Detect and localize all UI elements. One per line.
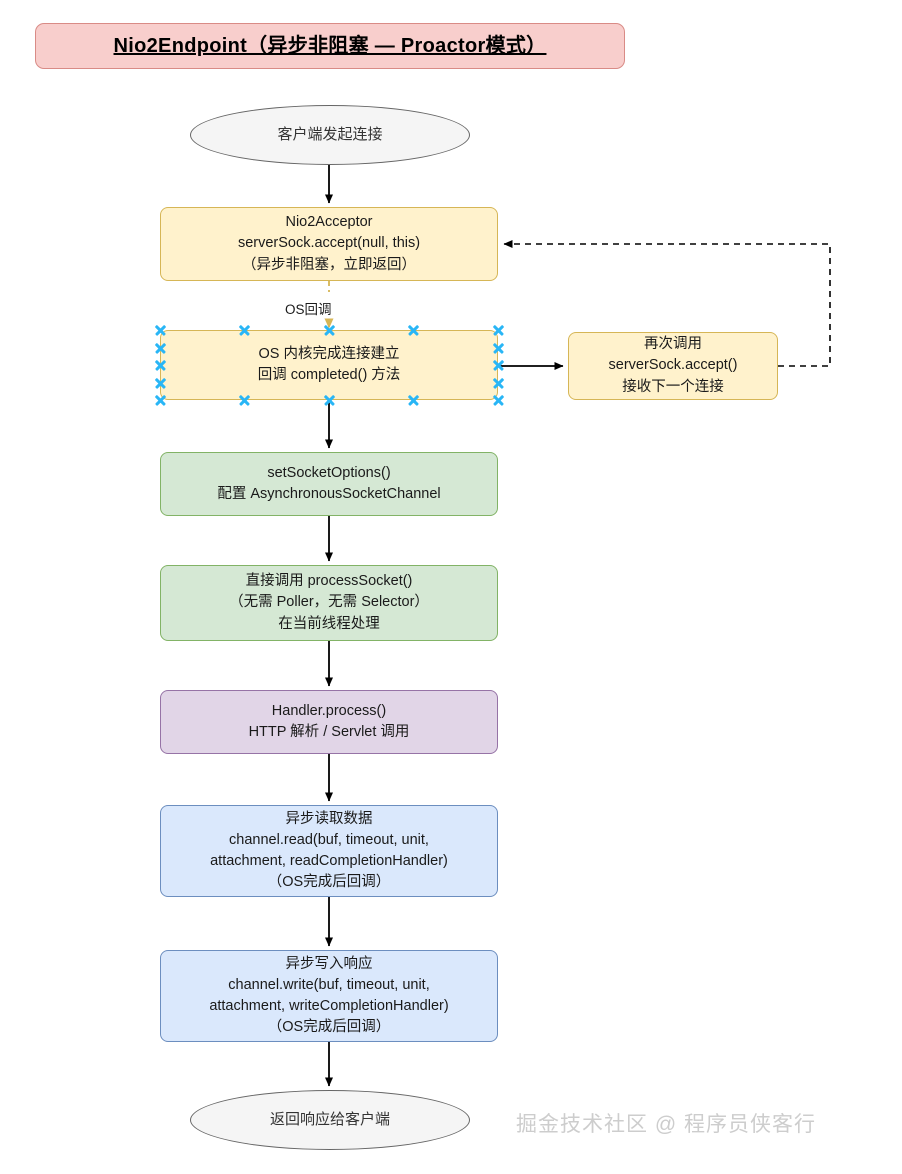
- selection-handle-right-middle[interactable]: [492, 359, 505, 372]
- node-asyncread-line-2: channel.read(buf, timeout, unit,: [229, 831, 429, 848]
- edge-label-os-callback: OS回调: [282, 298, 335, 318]
- selection-handle-bottom-right[interactable]: [492, 394, 505, 407]
- node-asyncread-line-4: （OS完成后回调）: [267, 874, 391, 891]
- selection-handle-top-center[interactable]: [323, 324, 336, 337]
- node-handler-line-2: HTTP 解析 / Servlet 调用: [248, 724, 410, 740]
- node-end-return-response[interactable]: 返回响应给客户端: [190, 1090, 470, 1150]
- selection-handle-top-mid-left[interactable]: [238, 324, 251, 337]
- node-handler-line-1: Handler.process(): [271, 702, 387, 719]
- node-asyncwrite-line-4: （OS完成后回调）: [267, 1019, 391, 1036]
- selection-handle-top-left[interactable]: [154, 324, 167, 337]
- node-asyncwrite-line-1: 异步写入响应: [285, 955, 373, 972]
- node-async-write[interactable]: 异步写入响应 channel.write(buf, timeout, unit,…: [160, 950, 498, 1042]
- node-reaccept-line-1: 再次调用: [644, 336, 702, 353]
- selection-handle-bottom-mid-right[interactable]: [407, 394, 420, 407]
- edge-reaccept-to-acceptor: [503, 240, 831, 367]
- node-end-line-1: 返回响应给客户端: [269, 1111, 390, 1129]
- node-setopts-line-1: setSocketOptions(): [267, 464, 391, 481]
- selection-handle-left-upper[interactable]: [154, 341, 167, 354]
- node-asyncwrite-line-3: attachment, writeCompletionHandler): [209, 998, 449, 1014]
- selection-handle-left-lower[interactable]: [154, 376, 167, 389]
- node-nio2acceptor[interactable]: Nio2Acceptor serverSock.accept(null, thi…: [160, 207, 498, 281]
- node-async-read[interactable]: 异步读取数据 channel.read(buf, timeout, unit, …: [160, 805, 498, 897]
- selection-handle-right-lower[interactable]: [492, 376, 505, 389]
- diagram-title: Nio2Endpoint（异步非阻塞 — Proactor模式）: [35, 23, 625, 69]
- node-start-line-1: 客户端发起连接: [277, 126, 383, 144]
- node-start-client-connect[interactable]: 客户端发起连接: [190, 105, 470, 165]
- node-oskernel-line-1: OS 内核完成连接建立: [258, 345, 400, 362]
- selection-handle-right-upper[interactable]: [492, 341, 505, 354]
- selection-handle-bottom-left[interactable]: [154, 394, 167, 407]
- node-oskernel-line-2: 回调 completed() 方法: [257, 367, 401, 383]
- node-reaccept-line-3: 接收下一个连接: [622, 378, 724, 395]
- node-acceptor-line-1: Nio2Acceptor: [285, 214, 373, 231]
- node-acceptor-line-2: serverSock.accept(null, this): [237, 235, 421, 252]
- node-setopts-line-2: 配置 AsynchronousSocketChannel: [217, 486, 441, 502]
- selection-handle-left-middle[interactable]: [154, 359, 167, 372]
- selection-handle-bottom-center[interactable]: [323, 394, 336, 407]
- node-asyncwrite-line-2: channel.write(buf, timeout, unit,: [228, 976, 430, 993]
- node-reaccept-line-2: serverSock.accept(): [608, 357, 738, 374]
- node-set-socket-options[interactable]: setSocketOptions() 配置 AsynchronousSocket…: [160, 452, 498, 516]
- node-processsocket-line-3: 在当前线程处理: [278, 615, 380, 632]
- watermark-text: 掘金技术社区 @ 程序员侠客行: [516, 1113, 816, 1136]
- node-os-kernel-completed[interactable]: OS 内核完成连接建立 回调 completed() 方法: [160, 330, 498, 400]
- node-acceptor-line-3: （异步非阻塞，立即返回）: [242, 256, 416, 273]
- node-processsocket-line-1: 直接调用 processSocket(): [245, 573, 413, 590]
- selection-handle-top-mid-right[interactable]: [407, 324, 420, 337]
- diagram-title-text: Nio2Endpoint（异步非阻塞 — Proactor模式）: [113, 34, 547, 57]
- selection-handle-top-right[interactable]: [492, 324, 505, 337]
- node-asyncread-line-3: attachment, readCompletionHandler): [210, 853, 448, 869]
- node-processsocket-line-2: （无需 Poller，无需 Selector）: [229, 594, 429, 611]
- node-handler-process[interactable]: Handler.process() HTTP 解析 / Servlet 调用: [160, 690, 498, 754]
- node-re-accept-next-connection[interactable]: 再次调用 serverSock.accept() 接收下一个连接: [568, 332, 778, 400]
- node-asyncread-line-1: 异步读取数据: [285, 810, 373, 827]
- node-process-socket[interactable]: 直接调用 processSocket() （无需 Poller，无需 Selec…: [160, 565, 498, 641]
- selection-handle-bottom-mid-left[interactable]: [238, 394, 251, 407]
